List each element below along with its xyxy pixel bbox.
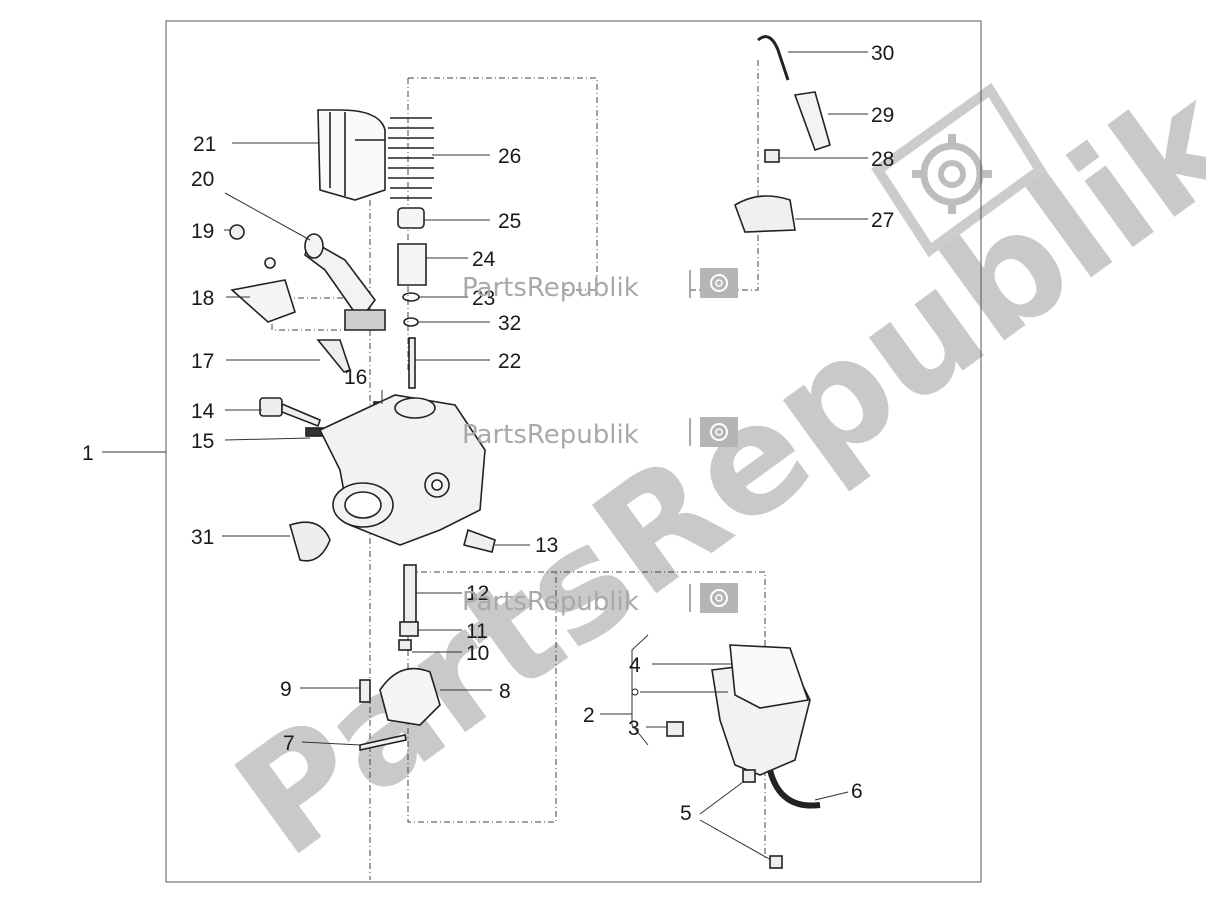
- part-11-jet: [399, 621, 419, 637]
- callout-14: 14: [191, 400, 215, 423]
- callout-26: 26: [498, 145, 521, 168]
- callout-19: 19: [191, 220, 214, 243]
- callout-13: 13: [535, 534, 558, 557]
- callout-1: 1: [82, 442, 94, 465]
- part-25-cap: [397, 207, 425, 229]
- callout-28: 28: [871, 148, 894, 171]
- callout-7: 7: [283, 732, 295, 755]
- callout-18: 18: [191, 287, 214, 310]
- watermark-gear-icon: [912, 134, 992, 214]
- part-3-screw: [666, 721, 684, 737]
- watermark-small-text-1: PartsRepublik: [462, 273, 639, 303]
- callout-24: 24: [472, 248, 496, 271]
- part-6-hose: [767, 769, 821, 809]
- part-5-screw-a: [742, 769, 756, 783]
- callout-31: 31: [191, 526, 214, 549]
- part-18-bracket: [230, 257, 296, 323]
- callout-32: 32: [498, 312, 521, 335]
- leader-lines: [102, 51, 868, 861]
- part-30-tube: [757, 35, 790, 81]
- callout-29: 29: [871, 104, 894, 127]
- part-20-hose: [304, 233, 386, 331]
- callout-25: 25: [498, 210, 521, 233]
- part-31-ring: [289, 521, 331, 562]
- part-17-screw: [316, 339, 352, 373]
- callout-labels: 1 2 3 4 5 6 7 8 9 10 11 12 13 14 15 16 1…: [82, 42, 894, 825]
- part-29-cap: [793, 91, 831, 152]
- part-14-screw: [259, 397, 321, 428]
- callout-8: 8: [499, 680, 511, 703]
- callout-9: 9: [280, 678, 292, 701]
- watermark-flag-shape: [871, 82, 1047, 258]
- carburetor-body: [318, 394, 486, 546]
- watermark-small-1: PartsRepublik: [462, 268, 738, 303]
- gear-icon: [700, 417, 738, 447]
- callout-15: 15: [191, 430, 214, 453]
- callout-2: 2: [583, 704, 595, 727]
- callout-11: 11: [466, 620, 488, 643]
- callout-21: 21: [193, 133, 216, 156]
- gear-icon: [700, 268, 738, 298]
- part-float-bowl: [711, 644, 811, 776]
- callout-3: 3: [628, 717, 640, 740]
- watermark-small-3: PartsRepublik: [462, 583, 738, 617]
- part-9-valve: [359, 679, 371, 703]
- watermark-small-text-3: PartsRepublik: [462, 587, 639, 617]
- callout-5: 5: [680, 802, 692, 825]
- part-26-spring: [388, 117, 434, 199]
- part-oring: [631, 688, 639, 696]
- callout-10: 10: [466, 642, 489, 665]
- part-28-screw: [764, 149, 780, 163]
- gear-icon: [700, 583, 738, 613]
- watermark-small-2: PartsRepublik: [462, 417, 738, 450]
- callout-23: 23: [472, 287, 495, 310]
- callout-6: 6: [851, 780, 863, 803]
- part-12-jet: [403, 564, 417, 626]
- part-23-clip: [402, 292, 420, 302]
- part-22-needle: [408, 337, 416, 389]
- callout-16: 16: [344, 366, 367, 389]
- part-24-slide: [397, 243, 427, 286]
- part-27-cap: [734, 195, 796, 233]
- group-2-bracket: [631, 634, 649, 746]
- part-8-float: [379, 667, 441, 726]
- part-13-fitting: [463, 528, 496, 553]
- watermark-small-text-2: PartsRepublik: [462, 420, 639, 450]
- part-19-screw: [229, 224, 245, 240]
- callout-20: 20: [191, 168, 214, 191]
- callout-12: 12: [466, 582, 489, 605]
- part-7-pin: [359, 734, 407, 751]
- callout-27: 27: [871, 209, 894, 232]
- part-32-washer: [403, 317, 419, 327]
- part-21-cover: [317, 109, 386, 201]
- callout-30: 30: [871, 42, 894, 65]
- part-10-jet: [398, 639, 412, 651]
- callout-4: 4: [629, 654, 641, 677]
- callout-22: 22: [498, 350, 521, 373]
- callout-17: 17: [191, 350, 214, 373]
- part-5-screw-b: [769, 855, 783, 869]
